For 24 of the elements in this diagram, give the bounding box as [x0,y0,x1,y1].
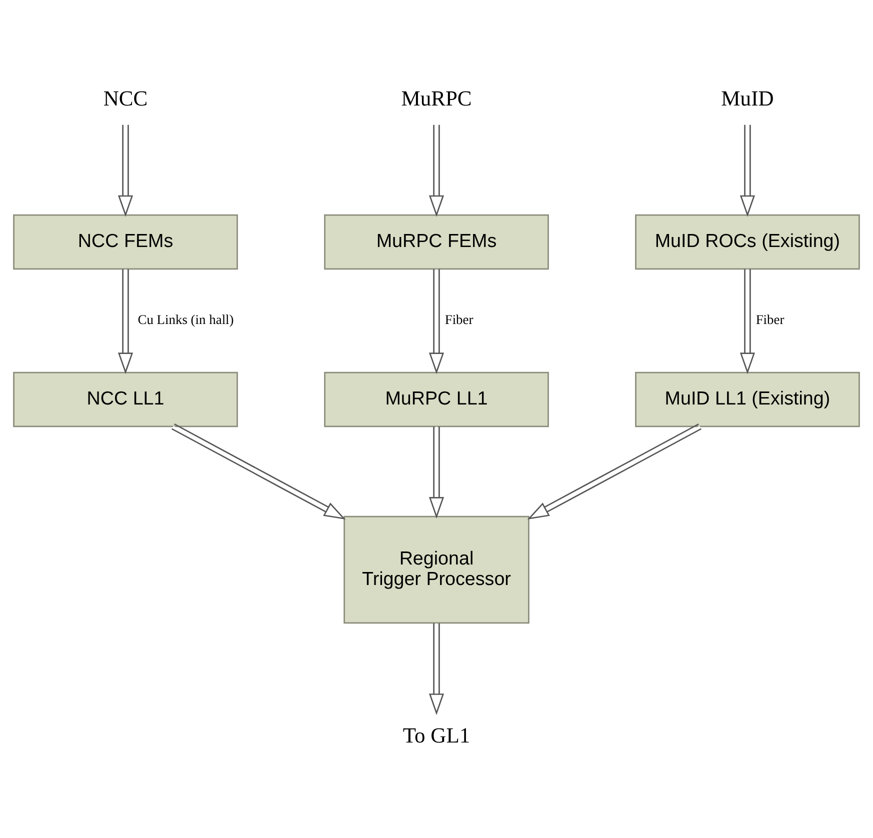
edge-label: Cu Links (in hall) [138,312,234,328]
node-box: NCC LL1 [13,372,238,428]
arrow [527,424,702,520]
node-text: NCC [103,86,148,111]
arrow [740,124,756,217]
node-box: NCC FEMs [13,214,238,270]
arrow [118,124,134,217]
node-box: MuRPC LL1 [324,372,549,428]
arrow [428,269,444,374]
arrow [740,269,756,374]
edge-label: Fiber [756,312,784,328]
node-box: MuRPC FEMs [324,214,549,270]
arrow [172,424,346,520]
node-text: MuID [721,86,774,111]
arrow [118,269,134,374]
node-box: Regional Trigger Processor [344,516,530,624]
node-text: MuRPC [401,86,472,111]
arrow [428,623,444,716]
node-box: MuID LL1 (Existing) [635,372,860,428]
arrow [428,426,444,519]
arrow [428,124,444,217]
node-box: MuID ROCs (Existing) [635,214,860,270]
edge-label: Fiber [444,312,474,328]
node-text: To GL1 [402,724,470,748]
